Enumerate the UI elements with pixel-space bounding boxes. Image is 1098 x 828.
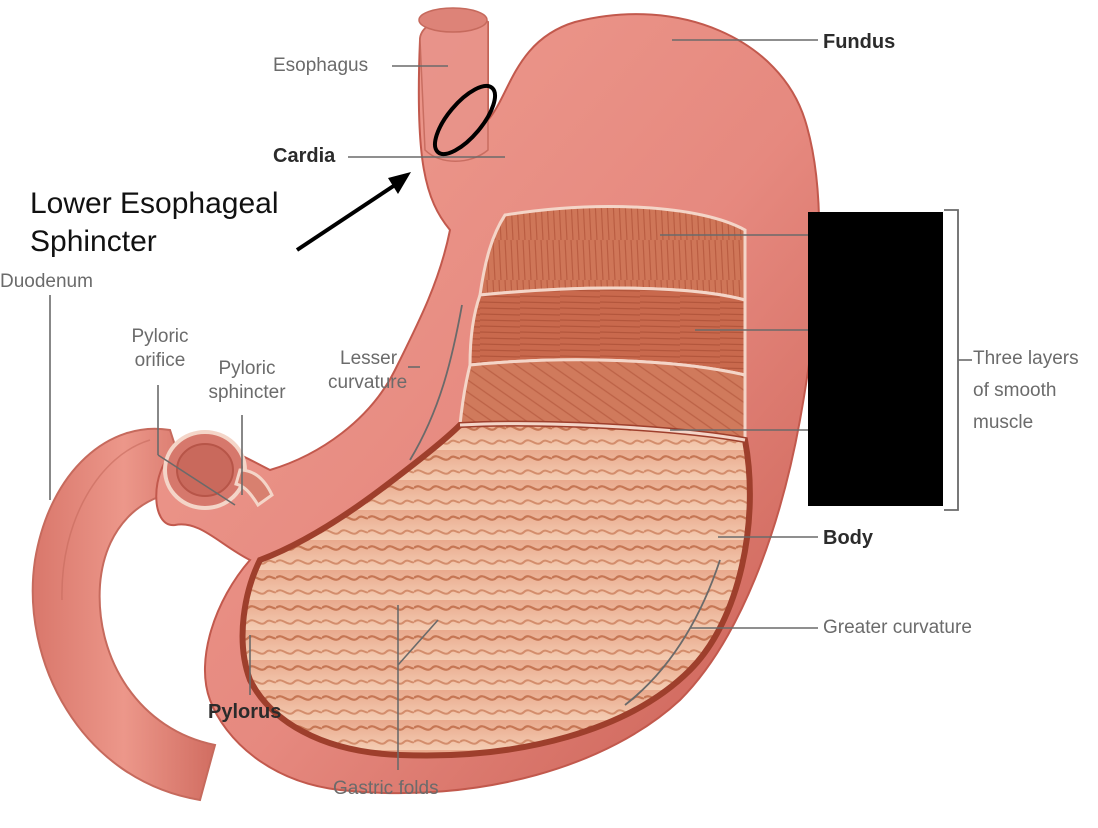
label-lesser-curvature-line1: Lesser (340, 348, 398, 369)
duodenum-tube (31, 427, 217, 802)
leader-lines (49, 39, 972, 770)
label-esophagus: Esophagus (273, 55, 369, 76)
label-gastric-folds: Gastric folds (333, 778, 439, 799)
label-lesser-curvature-line2: curvature (328, 372, 408, 393)
label-pyloric-sphincter-line2: sphincter (208, 382, 286, 403)
label-pyloric-orifice-line1: Pyloric (131, 326, 189, 347)
label-body: Body (823, 527, 873, 549)
pyloric-sphincter-band (234, 468, 274, 508)
label-greater-curvature: Greater curvature (823, 617, 972, 638)
label-duodenum: Duodenum (0, 271, 93, 292)
label-fundus: Fundus (823, 31, 896, 53)
lesser-curvature-arc (409, 304, 463, 461)
les-arrow-head (388, 172, 411, 194)
label-pylorus: Pylorus (208, 701, 282, 723)
les-highlight-ellipse (433, 84, 497, 156)
redaction-box (808, 212, 943, 506)
label-les-line1: Lower Esophageal (30, 187, 279, 220)
label-pyloric-sphincter-line1: Pyloric (218, 358, 276, 379)
label-les-line2: Sphincter (30, 225, 157, 258)
label-three-layers-line2: of smooth (973, 380, 1057, 401)
les-arrow-shaft (295, 181, 400, 252)
label-three-layers-line1: Three layers (973, 348, 1079, 369)
label-cardia: Cardia (273, 145, 336, 167)
greater-curvature-arc (624, 559, 721, 706)
label-pyloric-orifice-line2: orifice (134, 350, 186, 371)
muscle-layer-longitudinal (478, 205, 747, 302)
label-three-layers-line3: muscle (973, 412, 1034, 433)
three-layers-bracket (944, 209, 959, 511)
